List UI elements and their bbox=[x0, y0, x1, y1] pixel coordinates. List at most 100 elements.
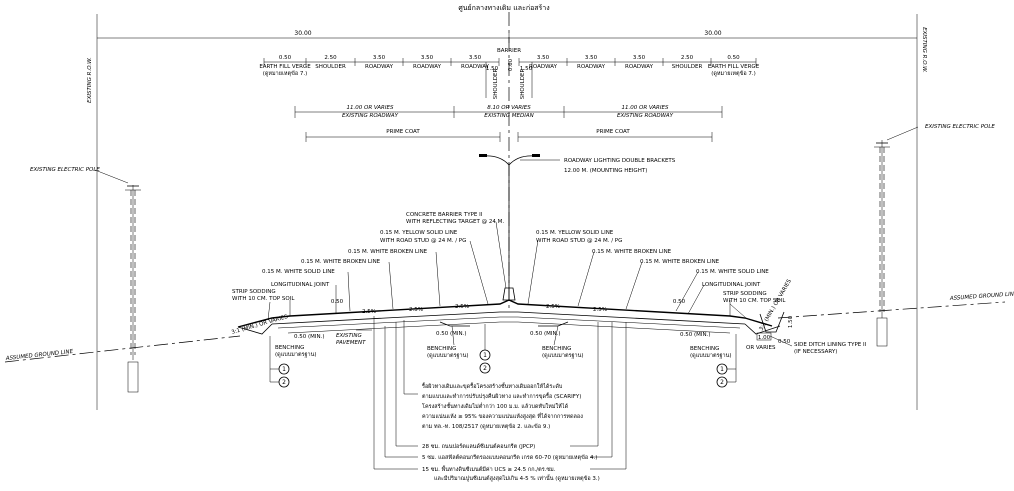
barrier-note-2: WITH REFLECTING TARGET @ 24 M. bbox=[406, 219, 504, 225]
row-label-left: EXISTING R.O.W. bbox=[87, 57, 93, 103]
note1-line5: ตาม ทล.-ท. 108/2517 (ดูหมายเหตุข้อ 2. แล… bbox=[422, 423, 550, 430]
prime-coat-left: PRIME COAT bbox=[386, 129, 420, 135]
layer-2: 5 ซม. แอสฟัลต์คอนกรีตรองแบบคอนกรีต เกรด … bbox=[422, 454, 597, 461]
joint-left: LONGITUDINAL JOINT bbox=[271, 282, 330, 288]
callout-1-right: 1 bbox=[720, 366, 724, 373]
right-seg-label: ROADWAY bbox=[625, 64, 654, 70]
labels-right: 0.15 M. YELLOW SOLID LINE WITH ROAD STUD… bbox=[527, 230, 867, 359]
note1-line2: ตามแบบและทำการปรับปรุงคืนผิวทาง และทำการ… bbox=[422, 392, 581, 400]
min-right-1: 0.50 (MIN.) bbox=[530, 331, 561, 337]
dim-050-left: 0.50 bbox=[331, 299, 344, 305]
callout-2-left: 2 bbox=[282, 379, 286, 386]
layer-notes: รื้อผิวทางเดิมและขุดรื้อโครงสร้างชั้นทาง… bbox=[373, 320, 627, 482]
existing-pavement-1: EXISTING bbox=[336, 333, 362, 339]
right-seg-label: SHOULDER bbox=[672, 64, 703, 70]
sod-left-2: WITH 10 CM. TOP SOIL bbox=[232, 296, 295, 302]
right-seg-label: ROADWAY bbox=[529, 64, 558, 70]
bench-left-2-sub: (ดูแบบมาตรฐาน) bbox=[427, 353, 469, 359]
note1-line3: โครงสร้างชั้นทางเดิมไม่ต่ำกว่า 100 ม.ม. … bbox=[422, 402, 569, 410]
white-broken-right-2: 0.15 M. WHITE BROKEN LINE bbox=[640, 259, 720, 265]
yellow-right-2: WITH ROAD STUD @ 24 M. / PG bbox=[536, 238, 622, 244]
white-solid-right: 0.15 M. WHITE SOLID LINE bbox=[696, 269, 769, 275]
electric-pole-left: EXISTING ELECTRIC POLE bbox=[30, 167, 141, 393]
left-seg-width: 2.50 bbox=[324, 55, 337, 61]
left-seg-label: ROADWAY bbox=[461, 64, 490, 70]
bench-right-1: BENCHING bbox=[542, 346, 571, 352]
dim-100: 1.00 bbox=[758, 335, 771, 341]
yellow-left-2: WITH ROAD STUD @ 24 M. / PG bbox=[380, 238, 466, 244]
left-seg-width: 3.50 bbox=[421, 55, 434, 61]
dim-050-b: 0.50 bbox=[778, 339, 791, 345]
bench-left-1: BENCHING bbox=[275, 345, 304, 351]
electric-pole-right: EXISTING ELECTRIC POLE bbox=[874, 124, 995, 347]
electric-pole-right-label: EXISTING ELECTRIC POLE bbox=[925, 124, 995, 130]
bench-right-1-sub: (ดูแบบมาตรฐาน) bbox=[542, 353, 584, 359]
callout-2-right: 2 bbox=[720, 379, 724, 386]
right-seg-width: 2.50 bbox=[681, 55, 694, 61]
row-dim-right: 30.00 bbox=[704, 30, 721, 37]
left-seg-width: 3.50 bbox=[373, 55, 386, 61]
row-label-right: EXISTING R.O.W. bbox=[921, 27, 927, 73]
left-seg-label: EARTH FILL VERGE bbox=[259, 64, 311, 70]
slope-left: 3:1 (MIN.) OR VARIES bbox=[231, 314, 289, 336]
note1-line1: รื้อผิวทางเดิมและขุดรื้อโครงสร้างชั้นทาง… bbox=[422, 382, 563, 390]
layer-3b: และมีปริมาณปูนซีเมนต์สูงสุดไม่เกิน 4-5 %… bbox=[434, 474, 600, 482]
existing-mid-label: EXISTING MEDIAN bbox=[484, 113, 533, 119]
page-title: ศูนย์กลางทางเดิม และก่อสร้าง bbox=[458, 4, 549, 12]
grade-2: 2.5% bbox=[409, 307, 423, 313]
barrier-label: BARRIER bbox=[497, 48, 521, 54]
row-lines: EXISTING R.O.W. EXISTING R.O.W. 30.00 30… bbox=[87, 14, 927, 410]
left-seg-label: ROADWAY bbox=[365, 64, 394, 70]
white-broken-left-2: 0.15 M. WHITE BROKEN LINE bbox=[301, 259, 381, 265]
joint-right: LONGITUDINAL JOINT bbox=[702, 282, 761, 288]
callout-1-mid: 1 bbox=[483, 352, 487, 359]
shoulder-width-right: 1.50 bbox=[520, 66, 533, 72]
right-seg-label: ROADWAY bbox=[577, 64, 606, 70]
existing-mid-dim: 8.10 OR VARIES bbox=[487, 105, 531, 111]
road-section bbox=[237, 287, 785, 335]
existing-left-dim: 11.00 OR VARIES bbox=[347, 105, 394, 111]
lighting-note-2: 12.00 M. (MOUNTING HEIGHT) bbox=[564, 168, 647, 174]
min-right-2: 0.50 (MIN.) bbox=[680, 332, 711, 338]
grades: 2.5% 2.5% 2.5% 2.5% 2.5% 0.50 0.50 bbox=[331, 299, 686, 315]
min-left-1: 0.50 (MIN.) bbox=[294, 334, 325, 340]
right-seg-width: 3.50 bbox=[585, 55, 598, 61]
white-broken-right-1: 0.15 M. WHITE BROKEN LINE bbox=[592, 249, 672, 255]
left-seg-label: SHOULDER bbox=[315, 64, 346, 70]
barrier-width: 0.60 bbox=[508, 58, 514, 71]
grade-1: 2.5% bbox=[362, 309, 376, 315]
prime-coat-right: PRIME COAT bbox=[596, 129, 630, 135]
existing-right-dim: 11.00 OR VARIES bbox=[622, 105, 669, 111]
grade-3: 2.5% bbox=[455, 304, 469, 310]
electric-pole-left-label: EXISTING ELECTRIC POLE bbox=[30, 167, 100, 173]
existing-right-label: EXISTING ROADWAY bbox=[617, 113, 674, 119]
bench-right-2: BENCHING bbox=[690, 346, 719, 352]
right-seg-sub: (ดูหมายเหตุข้อ 7.) bbox=[711, 70, 756, 77]
dim-050-right: 0.50 bbox=[673, 299, 686, 305]
dim-150: 1.50 bbox=[788, 315, 794, 328]
right-seg-width: 3.50 bbox=[633, 55, 646, 61]
ground-line-left-label: ASSUMED GROUND LINE bbox=[5, 349, 74, 362]
sod-left-1: STRIP SODDING bbox=[232, 289, 276, 295]
bench-right-2-sub: (ดูแบบมาตรฐาน) bbox=[690, 353, 732, 359]
callouts: 1 2 1 2 1 2 bbox=[269, 324, 737, 388]
lighting-pole: ROADWAY LIGHTING DOUBLE BRACKETS 12.00 M… bbox=[479, 154, 676, 300]
left-seg-width: 3.50 bbox=[469, 55, 482, 61]
row-dim-left: 30.00 bbox=[294, 30, 311, 37]
shoulder-width-left: 1.50 bbox=[486, 66, 499, 72]
lighting-note-1: ROADWAY LIGHTING DOUBLE BRACKETS bbox=[564, 158, 676, 164]
ground-line-right-label: ASSUMED GROUND LINE bbox=[949, 291, 1014, 302]
bench-left-1-sub: (ดูแบบมาตรฐาน) bbox=[275, 352, 317, 358]
barrier-note-1: CONCRETE BARRIER TYPE II bbox=[406, 212, 483, 218]
white-solid-left: 0.15 M. WHITE SOLID LINE bbox=[262, 269, 335, 275]
left-seg-label: ROADWAY bbox=[413, 64, 442, 70]
layer-3a: 15 ซม. พื้นทางดินซีเมนต์มีค่า UCS ≥ 24.5… bbox=[422, 465, 556, 473]
sod-right-1: STRIP SODDING bbox=[723, 291, 767, 297]
white-broken-left-1: 0.15 M. WHITE BROKEN LINE bbox=[348, 249, 428, 255]
left-seg-width: 0.50 bbox=[279, 55, 292, 61]
sod-right-2: WITH 10 CM. TOP SOIL bbox=[723, 298, 786, 304]
right-seg-label: EARTH FILL VERGE bbox=[708, 64, 760, 70]
